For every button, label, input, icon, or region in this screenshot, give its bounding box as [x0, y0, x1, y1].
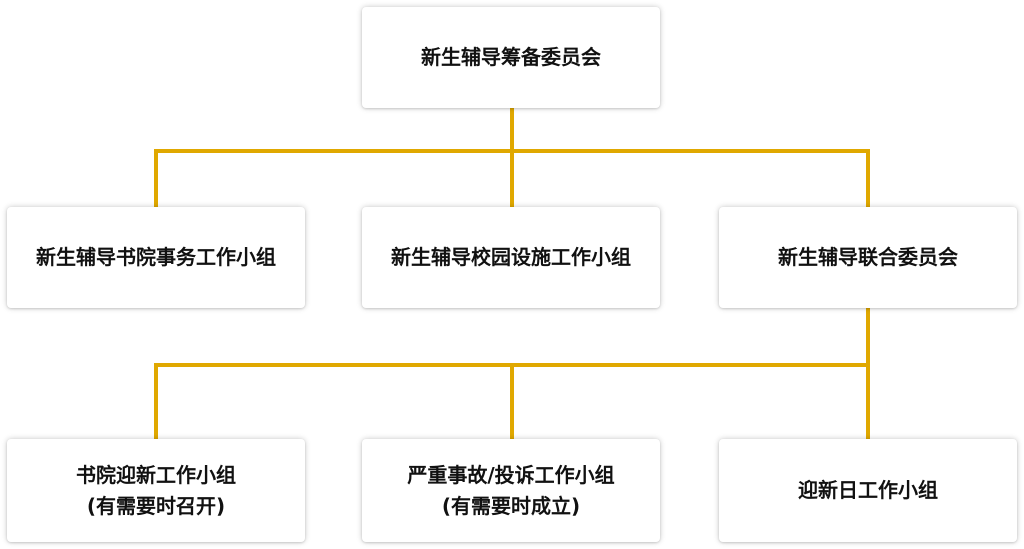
- node-title: 新生辅导书院事务工作小组: [36, 245, 276, 269]
- node-campus-facilities-group: 新生辅导校园设施工作小组: [362, 207, 660, 308]
- node-preparatory-committee: 新生辅导筹备委员会: [362, 7, 660, 108]
- node-title: 新生辅导联合委员会: [778, 245, 958, 269]
- node-orientation-day-group: 迎新日工作小组: [719, 439, 1017, 542]
- node-note: (有需要时成立): [441, 493, 581, 518]
- node-title: 严重事故/投诉工作小组: [407, 462, 615, 487]
- node-title: 书院迎新工作小组: [76, 462, 236, 487]
- node-joint-committee: 新生辅导联合委员会: [719, 207, 1017, 308]
- node-college-affairs-group: 新生辅导书院事务工作小组: [7, 207, 305, 308]
- node-note: (有需要时召开): [86, 493, 226, 518]
- node-title: 新生辅导筹备委员会: [421, 45, 601, 69]
- node-college-orientation-group: 书院迎新工作小组 (有需要时召开): [7, 439, 305, 542]
- node-title: 新生辅导校园设施工作小组: [391, 245, 631, 269]
- node-title: 迎新日工作小组: [798, 478, 938, 502]
- node-incident-complaint-group: 严重事故/投诉工作小组 (有需要时成立): [362, 439, 660, 542]
